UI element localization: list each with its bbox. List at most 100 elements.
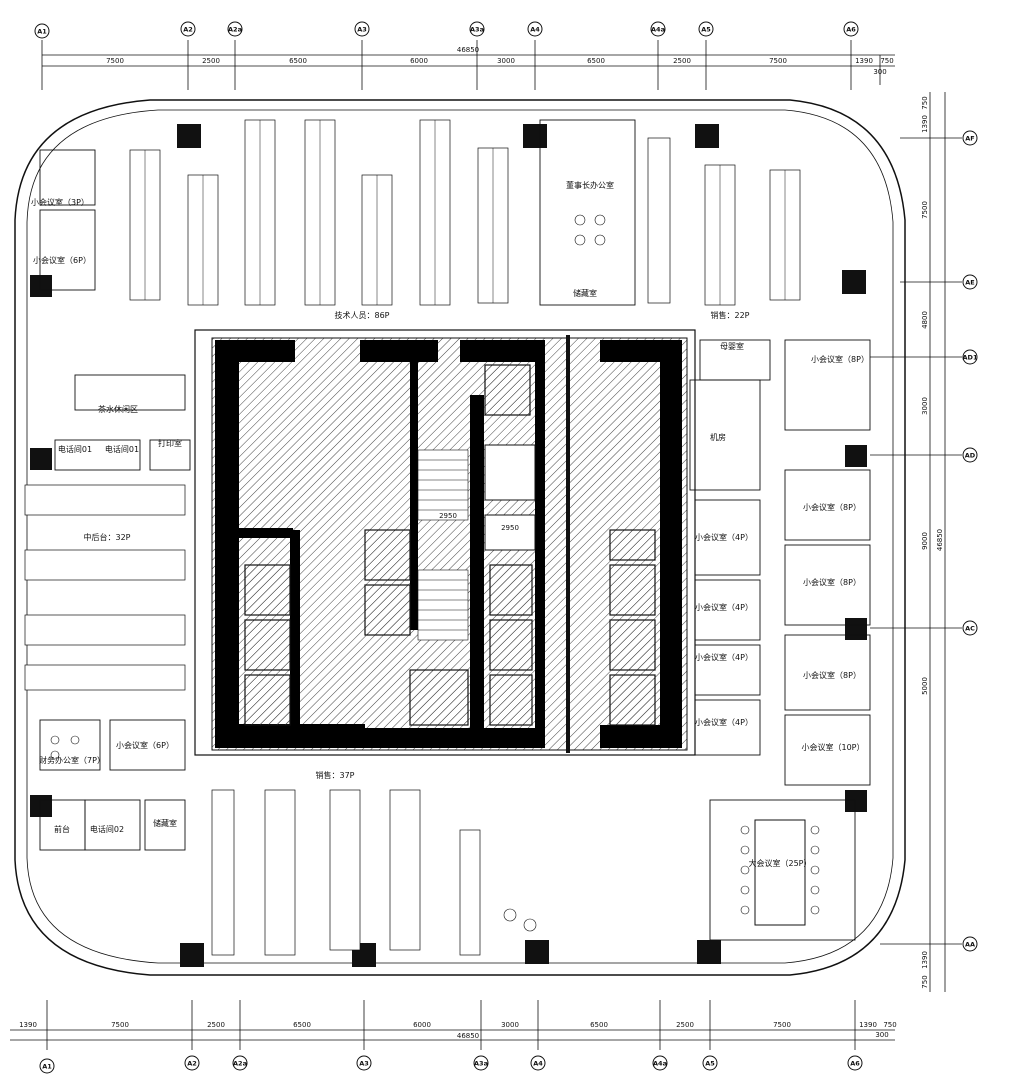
axis-label: AD	[965, 452, 976, 460]
svg-text:7500: 7500	[106, 57, 124, 65]
room-label: 小会议室（10P）	[801, 742, 864, 752]
room-label: 小会议室（8P）	[811, 354, 869, 364]
svg-text:6000: 6000	[413, 1021, 431, 1029]
room-label: 储藏室	[153, 818, 177, 828]
svg-text:3000: 3000	[501, 1021, 519, 1029]
room-label: 储藏室	[573, 288, 597, 298]
svg-text:1390: 1390	[921, 951, 929, 969]
stair-dimension: 2950	[439, 512, 457, 520]
axis-label: A2	[187, 1060, 197, 1068]
room-label: 财务办公室（7P）	[39, 755, 105, 765]
axis-label: A2a	[233, 1060, 247, 1068]
room-label: 小会议室（8P）	[803, 502, 861, 512]
room-label: 技术人员：86P	[334, 310, 389, 320]
room-label: 电话间01	[105, 444, 139, 454]
svg-text:7500: 7500	[769, 57, 787, 65]
room-partitions	[39, 119, 871, 941]
meeting-chairs	[50, 214, 820, 932]
svg-text:6500: 6500	[590, 1021, 608, 1029]
svg-text:6500: 6500	[587, 57, 605, 65]
axis-label: A3	[359, 1060, 369, 1068]
axis-label: A5	[705, 1060, 715, 1068]
right-total-dimension: 46850	[936, 529, 944, 551]
svg-text:1390: 1390	[921, 115, 929, 133]
room-label: 小会议室（4P）	[695, 602, 753, 612]
svg-text:7500: 7500	[921, 201, 929, 219]
axis-label: A3a	[470, 26, 484, 34]
svg-text:750: 750	[921, 96, 929, 109]
axis-label: A5	[701, 26, 711, 34]
axis-label: A4	[530, 26, 540, 34]
svg-text:1390: 1390	[19, 1021, 37, 1029]
axis-label: AD1	[963, 354, 978, 362]
svg-text:750: 750	[883, 1021, 896, 1029]
svg-text:2500: 2500	[676, 1021, 694, 1029]
axis-label: AF	[965, 135, 974, 143]
room-label: 打印室	[158, 438, 182, 448]
room-label: 销售：22P	[710, 310, 749, 320]
axis-label: A1	[37, 28, 47, 36]
svg-text:2500: 2500	[207, 1021, 225, 1029]
axis-label: AE	[965, 279, 974, 287]
axis-label: A2	[183, 26, 193, 34]
axis-label: A6	[850, 1060, 860, 1068]
svg-text:1390: 1390	[859, 1021, 877, 1029]
svg-text:2500: 2500	[202, 57, 220, 65]
axis-label: A3a	[474, 1060, 488, 1068]
right-segment-dimensions: 750 1390 7500 4800 3000 9000 5000 46850 …	[921, 96, 944, 988]
axis-label: A6	[846, 26, 856, 34]
room-labels: 小会议室（3P） 小会议室（6P） 技术人员：86P 董事长办公室 储藏室 销售…	[31, 180, 869, 868]
room-label: 小会议室（4P）	[695, 652, 753, 662]
axis-label: AA	[965, 941, 975, 949]
room-label: 机房	[710, 432, 726, 442]
room-label: 小会议室（8P）	[803, 577, 861, 587]
svg-text:6500: 6500	[293, 1021, 311, 1029]
room-label: 电话间02	[90, 824, 124, 834]
svg-text:9000: 9000	[921, 532, 929, 550]
room-label: 前台	[54, 824, 70, 834]
right-axis-bubbles: AF AE AD1 AD AC AA	[962, 130, 978, 952]
svg-text:6500: 6500	[289, 57, 307, 65]
workstations-bottom	[211, 789, 481, 956]
axis-label: A4a	[651, 26, 665, 34]
room-label: 母婴室	[720, 341, 744, 351]
room-label: 电话间01	[58, 444, 92, 454]
svg-text:4800: 4800	[921, 311, 929, 329]
svg-text:3000: 3000	[497, 57, 515, 65]
svg-text:7500: 7500	[111, 1021, 129, 1029]
large-meeting-table	[754, 819, 806, 926]
svg-text:750: 750	[880, 57, 893, 65]
building-envelope	[14, 99, 906, 976]
svg-text:5000: 5000	[921, 677, 929, 695]
svg-text:3000: 3000	[921, 397, 929, 415]
svg-text:750: 750	[921, 975, 929, 988]
svg-text:1390: 1390	[855, 57, 873, 65]
top-axis-bubbles: A1 A2 A2a A3 A3a A4 A4a A5 A6	[34, 21, 859, 39]
svg-text:300: 300	[875, 1031, 888, 1039]
bottom-dimension-lines	[10, 1000, 895, 1050]
room-label: 小会议室（3P）	[31, 197, 89, 207]
room-label: 董事长办公室	[566, 180, 614, 190]
workstation-dividers-top	[144, 120, 786, 305]
axis-label: A4a	[653, 1060, 667, 1068]
room-label: 大会议室（25P）	[748, 858, 811, 868]
top-segment-dimensions: 7500 2500 6500 6000 3000 6500 2500 7500 …	[106, 57, 894, 76]
room-label: 销售：37P	[315, 770, 354, 780]
room-label: 小会议室（8P）	[803, 670, 861, 680]
room-label: 小会议室（6P）	[116, 740, 174, 750]
right-dimension-lines	[870, 92, 962, 992]
svg-text:2500: 2500	[673, 57, 691, 65]
axis-label: A2a	[228, 26, 242, 34]
room-label: 中后台：32P	[83, 532, 130, 542]
svg-text:6000: 6000	[410, 57, 428, 65]
workstations-left	[24, 484, 186, 691]
central-core: 2950 2950	[194, 329, 696, 756]
top-dimension-lines	[41, 40, 895, 90]
bottom-total-dimension: 46850	[457, 1032, 479, 1040]
stair-dimension: 2950	[501, 524, 519, 532]
axis-label: A3	[357, 26, 367, 34]
top-total-dimension: 46850	[457, 46, 479, 54]
svg-text:7500: 7500	[773, 1021, 791, 1029]
bottom-axis-bubbles: A1 A2 A2a A3 A3a A4 A4a A5 A6	[39, 1055, 863, 1074]
